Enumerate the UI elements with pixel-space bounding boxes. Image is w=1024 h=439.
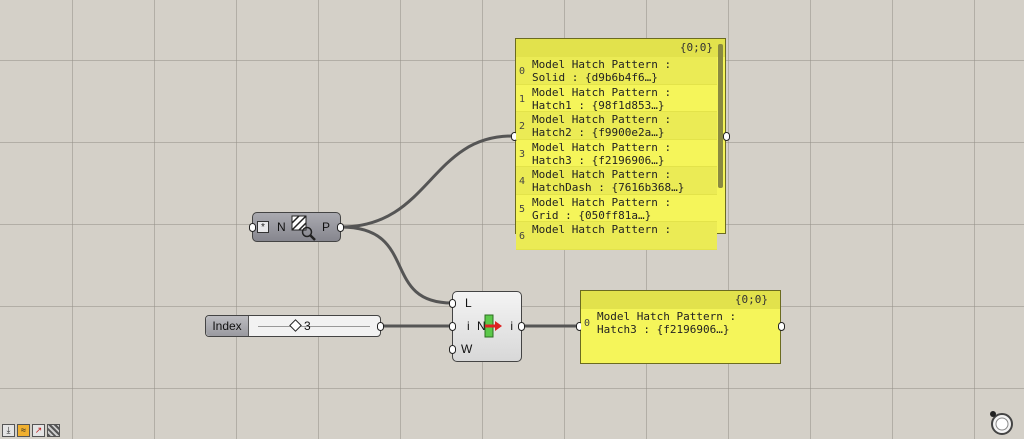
canvas-toolbar: ⤓ ≈ ↗ [2,424,60,438]
param-star-icon: * [257,221,269,233]
index-slider[interactable]: Index 3 [205,315,384,337]
panel-sel-header [581,291,780,309]
wire-hatch-to-panel[interactable] [340,134,513,229]
panel-all-scrollbar[interactable] [718,44,723,188]
list-input-label-l: L [465,296,472,310]
panel-all-output-grip[interactable] [723,132,730,141]
list-item-icon [484,314,502,338]
export-icon[interactable]: ⤓ [2,424,15,437]
list-output-label: i [510,319,513,333]
slider-value: 3 [304,319,311,333]
hatch-input-grip[interactable] [249,223,256,232]
panel-sel-path: {0;0} [734,293,768,306]
hatch-pattern-icon [291,215,316,241]
list-input-grip-l[interactable] [449,299,456,308]
curve-icon[interactable]: ↗ [32,424,45,437]
hatch-icon[interactable] [47,424,60,437]
slider-output-grip[interactable] [377,322,384,331]
panel-all-header [516,39,725,57]
list-input-grip-i[interactable] [449,322,456,331]
list-input-label-w: W [461,342,473,356]
list-center-label: N [477,319,486,333]
navigation-compass-icon[interactable] [986,408,1014,436]
slider-track[interactable] [258,326,370,327]
hatch-input-label: N [277,220,286,234]
list-input-label-i: i [467,319,470,333]
list-input-grip-w[interactable] [449,345,456,354]
list-output-grip[interactable] [518,322,525,331]
slider-label: Index [206,316,249,336]
hatch-pattern-component[interactable]: * N P [249,212,344,242]
wire-hatch-to-listitem[interactable] [340,225,453,305]
hatch-output-grip[interactable] [337,223,344,232]
hatch-output-label: P [322,220,331,234]
list-item-component[interactable]: L i W N i [449,291,525,362]
slider-knob[interactable] [289,319,302,332]
panel-sel-output-grip[interactable] [778,322,785,331]
panel-all-path: {0;0} [679,41,713,54]
sketch-icon[interactable]: ≈ [17,424,30,437]
